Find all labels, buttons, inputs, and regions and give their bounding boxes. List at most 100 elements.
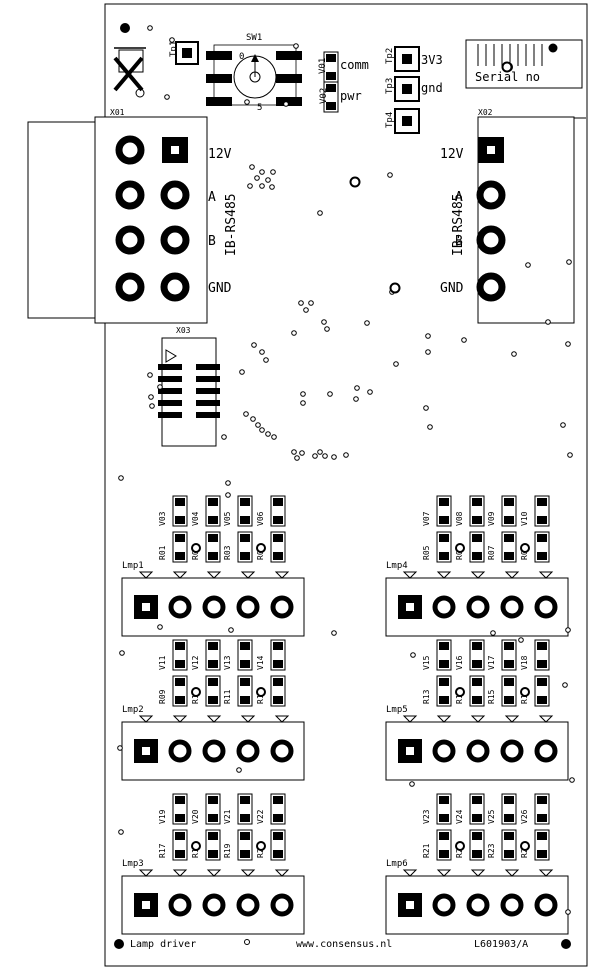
svg-text:5: 5 (257, 103, 262, 113)
via (367, 389, 373, 395)
via (225, 492, 231, 498)
via (118, 475, 124, 481)
led-v02: V02 pwr (319, 81, 362, 113)
pin-hole (500, 893, 524, 917)
via (410, 652, 416, 658)
connector-x01: X01 12V A B GND IB-RS485 (27, 108, 239, 324)
resistor-outline (436, 531, 452, 563)
resistor-outline (270, 531, 286, 563)
led-ref: V06 (256, 511, 265, 526)
led-ref: V11 (158, 655, 167, 670)
pin-hole (270, 893, 294, 917)
via (221, 434, 227, 440)
pin-hole (432, 893, 456, 917)
led-outline (270, 793, 286, 825)
via (409, 781, 415, 787)
resistor-outline (172, 829, 188, 861)
via (157, 624, 163, 630)
resistor-outline (270, 675, 286, 707)
pin-hole (432, 595, 456, 619)
led-ref: V23 (422, 809, 431, 824)
via (259, 349, 265, 355)
resistor-outline (469, 675, 485, 707)
via (331, 454, 337, 460)
pin-hole (432, 739, 456, 763)
via (294, 455, 300, 461)
via (331, 630, 337, 636)
resistor-outline (501, 675, 517, 707)
pad (455, 687, 465, 697)
led-outline (501, 639, 517, 671)
via (566, 259, 572, 265)
via (254, 175, 260, 181)
pad (191, 543, 201, 553)
via (565, 909, 571, 915)
via (147, 25, 153, 31)
via (300, 391, 306, 397)
resistor-outline (501, 531, 517, 563)
via (283, 101, 289, 107)
lamp-section-lmp3: V19R17V20R18V21R19V22R20Lmp3 (121, 793, 305, 935)
pad (256, 543, 266, 553)
led-ref: V09 (487, 511, 496, 526)
led-ref: V17 (487, 655, 496, 670)
via (271, 434, 277, 440)
led-outline (205, 639, 221, 671)
mount-via (349, 176, 361, 188)
via (298, 300, 304, 306)
led-ref: V03 (158, 511, 167, 526)
mount-via (501, 61, 513, 73)
resistor-ref: R21 (422, 843, 431, 858)
via (321, 319, 327, 325)
via (387, 172, 393, 178)
pin-hole (168, 739, 192, 763)
led-outline (205, 793, 221, 825)
pin-hole (534, 739, 558, 763)
pin-hole (115, 180, 145, 210)
header-x03: X03 (158, 326, 220, 447)
footer: Lamp driver www.consensus.nl L601903/A (114, 939, 571, 950)
pin-hole (160, 180, 190, 210)
pin-hole (160, 225, 190, 255)
via (354, 385, 360, 391)
svg-text:IB-RS485: IB-RS485 (224, 193, 239, 256)
pad (191, 841, 201, 851)
via (427, 424, 433, 430)
led-ref: V12 (191, 655, 200, 670)
svg-text:gnd: gnd (421, 81, 443, 95)
led-outline (270, 495, 286, 527)
via (117, 745, 123, 751)
led-outline (172, 793, 188, 825)
pad (191, 687, 201, 697)
via (490, 630, 496, 636)
pad (256, 841, 266, 851)
svg-text:X01: X01 (110, 108, 125, 117)
led-ref: V18 (520, 655, 529, 670)
lamp-ref: Lmp2 (122, 705, 144, 715)
via (461, 337, 467, 343)
svg-text:IB-RS485: IB-RS485 (451, 193, 466, 256)
led-ref: V04 (191, 511, 200, 526)
via (425, 349, 431, 355)
svg-text:Lamp driver: Lamp driver (130, 939, 196, 950)
no-dispose-bin-icon (113, 47, 146, 98)
led-v01: V01 comm (318, 51, 369, 83)
pin-hole (500, 595, 524, 619)
resistor-ref: R01 (158, 545, 167, 560)
led-outline (237, 639, 253, 671)
pad (455, 543, 465, 553)
via (525, 262, 531, 268)
lamp-section-lmp5: V15R13V16R14V17R15V18R16Lmp5 (385, 639, 569, 781)
led-ref: V07 (422, 511, 431, 526)
lamp-section-lmp6: V23R21V24R22V25R23V26R24Lmp6 (385, 793, 569, 935)
pin-hole (466, 595, 490, 619)
svg-text:V01: V01 (318, 58, 328, 74)
via (265, 431, 271, 437)
pin-hole (270, 595, 294, 619)
resistor-ref: R07 (487, 545, 496, 560)
via (228, 627, 234, 633)
connector-x02: X02 12V A B GND IB-RS485 (440, 108, 586, 324)
pin-hole (160, 272, 190, 302)
led-outline (501, 793, 517, 825)
